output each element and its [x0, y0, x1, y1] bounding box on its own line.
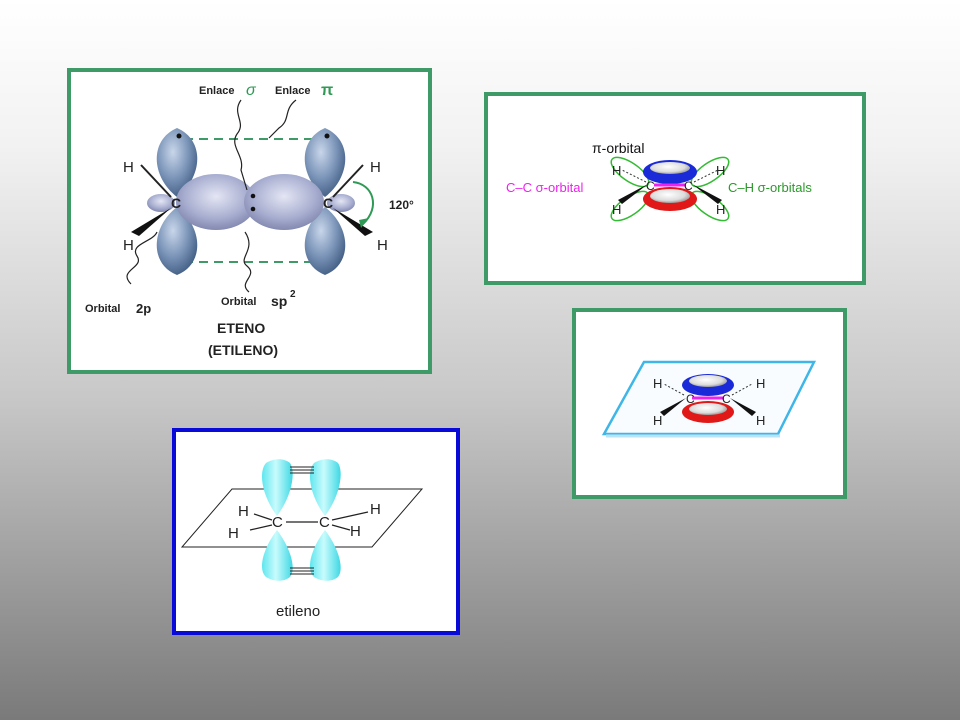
pi-upper-highlight	[689, 375, 727, 387]
enlace-pi-label: Enlace	[275, 85, 310, 97]
left-small-lobe	[147, 194, 175, 212]
dash-bond	[693, 169, 719, 183]
pi-symbol: π	[321, 82, 333, 99]
h-atom-label: H	[123, 237, 134, 254]
eteno-orbital-diagram: H H H H C C 120° Enlace σ Enlace π Orbit…	[85, 82, 414, 358]
eteno-diagram-panel: H H H H C C 120° Enlace σ Enlace π Orbit…	[67, 68, 432, 374]
left-lower-p-lobe	[156, 207, 198, 275]
right-lower-p-lobe	[304, 207, 346, 275]
ch-bond	[331, 524, 351, 531]
sigma-pi-orbital-diagram: C C H H H H π-orbital C–C σ-orbital C–H …	[506, 140, 812, 222]
c-atom-label: C	[686, 392, 695, 406]
pi-upper-highlight	[650, 162, 690, 174]
orbital-2p-pointer	[126, 231, 158, 285]
pi-lower-highlight	[650, 189, 690, 203]
etileno-diagram: C C H H H H etileno	[180, 459, 424, 620]
right-sp2-lobe	[244, 174, 324, 230]
h-atom-label: H	[228, 525, 239, 542]
electron-dot	[176, 133, 182, 139]
upper-right-p-lobe	[309, 459, 341, 516]
electron-dot	[324, 133, 330, 139]
cc-sigma-label: C–C σ-orbital	[506, 180, 583, 195]
left-lower-wedge-bond	[131, 208, 171, 236]
h-atom-label: H	[370, 501, 381, 518]
etileno-caption: etileno	[276, 603, 320, 620]
orbital-2p-label: 2p	[136, 301, 151, 316]
planar-ethylene-panel: C C H H H H	[572, 308, 847, 499]
electron-dot	[250, 206, 256, 212]
h-atom-label: H	[238, 503, 249, 520]
ch-bond	[249, 524, 273, 531]
wedge-bond	[618, 184, 648, 204]
c-atom-label: C	[319, 514, 330, 531]
electron-dot	[250, 193, 256, 199]
h-atom-label: H	[653, 413, 662, 428]
wedge-bond	[730, 398, 756, 416]
lower-left-p-lobe	[261, 530, 293, 581]
wedge-bond	[692, 184, 722, 204]
angle-arrowhead	[359, 218, 369, 228]
left-sp2-lobe	[176, 174, 256, 230]
h-atom-label: H	[716, 163, 725, 178]
sigma-pointer	[234, 99, 248, 191]
h-atom-label: H	[612, 202, 621, 217]
pi-lower-highlight	[689, 403, 727, 415]
right-upper-ch-bond	[332, 164, 364, 198]
lower-right-p-lobe	[309, 530, 341, 581]
pi-overlap-hatch	[290, 466, 314, 575]
left-upper-ch-bond	[140, 164, 172, 198]
h-atom-label: H	[756, 376, 765, 391]
right-lower-wedge-bond	[333, 208, 373, 236]
ch-bond	[253, 513, 273, 521]
orbital-sp2-superscript: 2	[290, 289, 296, 300]
c-atom-label: C	[722, 392, 731, 406]
molecular-plane	[180, 488, 424, 548]
diagram-subtitle: (ETILENO)	[208, 342, 278, 358]
upper-left-p-lobe	[261, 459, 293, 516]
h-atom-label: H	[716, 202, 725, 217]
orbital-sp2-pointer	[243, 231, 252, 293]
c-atom-label: C	[646, 179, 655, 193]
h-atom-label: H	[350, 523, 361, 540]
angle-arc	[352, 181, 374, 225]
h-atom-label: H	[653, 376, 662, 391]
ch-sigma-lobe	[690, 156, 730, 188]
sigma-symbol: σ	[246, 82, 257, 99]
ch-bond	[331, 511, 369, 521]
orbital-sp2-label: sp	[271, 293, 287, 309]
orbital-sp2-word: Orbital	[221, 296, 256, 308]
h-atom-label: H	[377, 237, 388, 254]
ch-sigma-lobe	[610, 156, 650, 188]
dash-bond	[621, 169, 647, 183]
h-atom-label: H	[123, 159, 134, 176]
pi-pointer	[268, 99, 297, 139]
ch-sigma-lobe	[690, 190, 730, 222]
angle-label: 120°	[389, 198, 414, 212]
c-atom-label: C	[684, 179, 693, 193]
planar-ethylene-diagram: C C H H H H	[601, 360, 817, 438]
wedge-bond	[660, 398, 686, 416]
c-atom-label: C	[171, 195, 181, 211]
h-atom-label: H	[370, 159, 381, 176]
etileno-panel: C C H H H H etileno	[172, 428, 460, 635]
orbital-2p-word: Orbital	[85, 303, 120, 315]
right-small-lobe	[327, 194, 355, 212]
left-upper-p-lobe	[156, 128, 198, 197]
sigma-pi-orbitals-panel: C C H H H H π-orbital C–C σ-orbital C–H …	[484, 92, 866, 285]
enlace-sigma-label: Enlace	[199, 85, 234, 97]
diagram-title: ETENO	[217, 320, 265, 336]
right-upper-p-lobe	[304, 128, 346, 197]
h-atom-label: H	[612, 163, 621, 178]
c-atom-label: C	[323, 195, 333, 211]
pi-orbital-label: π-orbital	[592, 140, 644, 156]
c-atom-label: C	[272, 514, 283, 531]
ch-sigma-label: C–H σ-orbitals	[728, 180, 812, 195]
h-atom-label: H	[756, 413, 765, 428]
